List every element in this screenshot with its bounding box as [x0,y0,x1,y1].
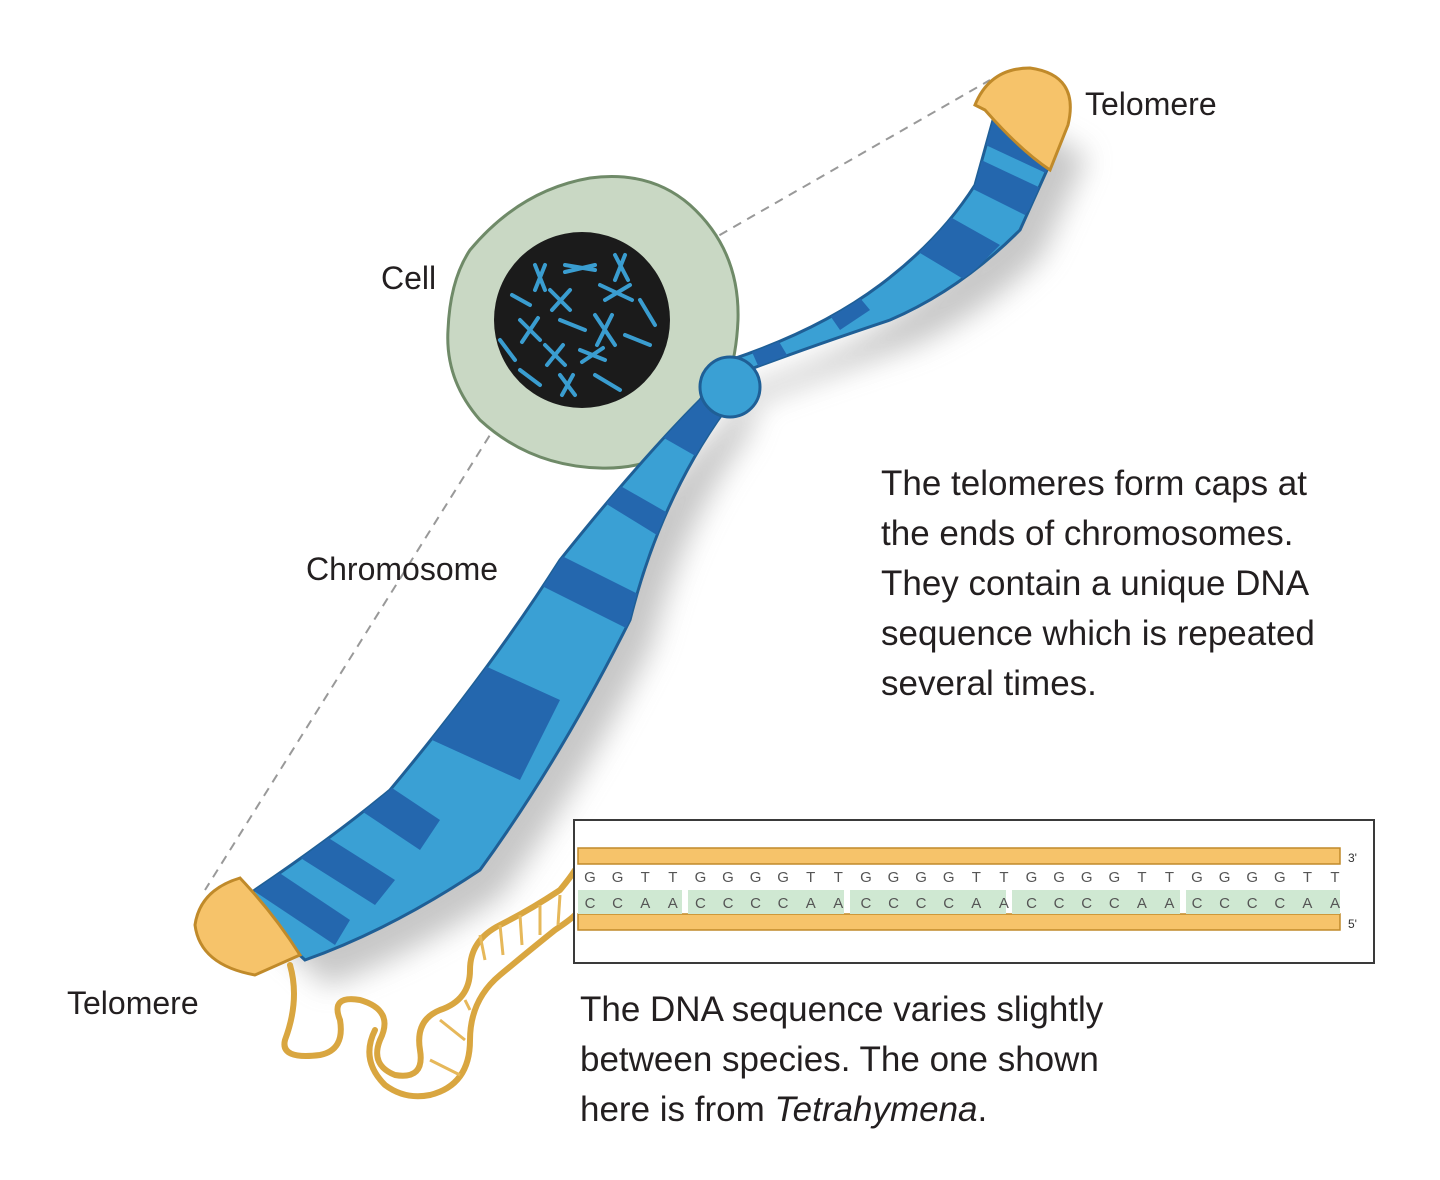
bottom-backbone [577,913,1341,931]
caption-top-line: the ends of chromosomes. [881,514,1294,553]
top-strand-base: T [1303,869,1312,886]
top-strand-base: G [750,869,762,886]
bottom-strand-base: C [1081,895,1092,912]
bottom-strand-base: A [1164,895,1174,912]
dna-rungs [429,894,562,1077]
bottom-strand-base: A [999,895,1009,912]
species-name: Tetrahymena [774,1090,978,1129]
label-telomere-bottom: Telomere [67,985,199,1021]
bottom-strand-base: C [695,895,706,912]
bottom-strand-base: C [1219,895,1230,912]
bottom-strand-base: C [585,895,596,912]
top-strand-base: G [1219,869,1231,886]
bottom-strand-base: C [1054,895,1065,912]
bottom-strand-base: C [750,895,761,912]
top-strand-base: G [1026,869,1038,886]
bottom-strand-base: C [916,895,927,912]
top-strand-base: G [612,869,624,886]
top-strand-base: T [1330,869,1339,886]
top-strand-base: G [777,869,789,886]
top-strand-base: G [722,869,734,886]
top-strand-base: T [834,869,843,886]
bottom-strand-base: A [833,895,843,912]
label-chromosome: Chromosome [306,551,499,587]
caption-bottom-line: The DNA sequence varies slightly [580,990,1104,1029]
top-strand-base: G [1108,869,1120,886]
bottom-strand-base: C [1109,895,1120,912]
bottom-strand-base: C [943,895,954,912]
bottom-strand-base: A [1330,895,1340,912]
top-strand-base: G [695,869,707,886]
top-strand-base: G [1274,869,1286,886]
top-strand-base: G [1053,869,1065,886]
bottom-strand-base: C [1247,895,1258,912]
caption-top-line: The telomeres form caps at [881,464,1307,503]
caption-suffix: . [977,1090,988,1129]
top-strand-base: G [1191,869,1203,886]
bottom-strand-base: A [1137,895,1147,912]
label-telomere-top: Telomere [1085,86,1217,122]
mini-chromosomes [498,253,657,397]
caption-bottom: The DNA sequence varies slightly between… [580,985,1103,1135]
caption-top-line: sequence which is repeated [881,614,1315,653]
top-strand-base: G [584,869,596,886]
top-strand-base: T [668,869,677,886]
dna-coil [281,867,578,1100]
top-strand-base: G [943,869,955,886]
caption-prefix: here is from [580,1090,775,1129]
top-strand-base: G [1246,869,1258,886]
centromere [698,355,762,419]
bottom-strand-base: A [1302,895,1312,912]
top-strand-base: G [888,869,900,886]
bottom-strand-base: C [888,895,899,912]
caption-bottom-line: between species. The one shown [580,1040,1099,1079]
top-strand-base: G [860,869,872,886]
caption-bottom-line-3: here is from Tetrahymena. [580,1085,1103,1135]
top-strand-base: T [806,869,815,886]
top-end-label: 3' [1348,851,1357,865]
telomere-cap-bottom [193,876,303,977]
top-strand-base: T [1165,869,1174,886]
bottom-strand-base: A [806,895,816,912]
top-strand-base: T [641,869,650,886]
bottom-strand-base: A [971,895,981,912]
bottom-strand-base: C [1026,895,1037,912]
top-strand-base: T [972,869,981,886]
bottom-strand-base: A [668,895,678,912]
bottom-strand-base: C [723,895,734,912]
caption-top: The telomeres form caps at the ends of c… [881,459,1315,709]
bottom-strand-base: A [640,895,650,912]
cell [446,175,740,470]
bottom-end-label: 5' [1348,917,1357,931]
top-strand-base: G [915,869,927,886]
top-strand-base: G [1081,869,1093,886]
highlight-blocks [578,890,1340,914]
top-strand-base: T [999,869,1008,886]
bottom-strand-base: C [860,895,871,912]
caption-top-line: They contain a unique DNA [881,564,1310,603]
label-cell: Cell [381,260,437,296]
bottom-strand-base: C [778,895,789,912]
top-strand-base: T [1137,869,1146,886]
caption-top-line: several times. [881,664,1097,703]
bottom-strand-base: C [1192,895,1203,912]
bottom-strand-base: C [612,895,623,912]
top-backbone [577,847,1341,865]
bottom-strand-base: C [1274,895,1285,912]
telomere-cap-top [973,66,1072,173]
